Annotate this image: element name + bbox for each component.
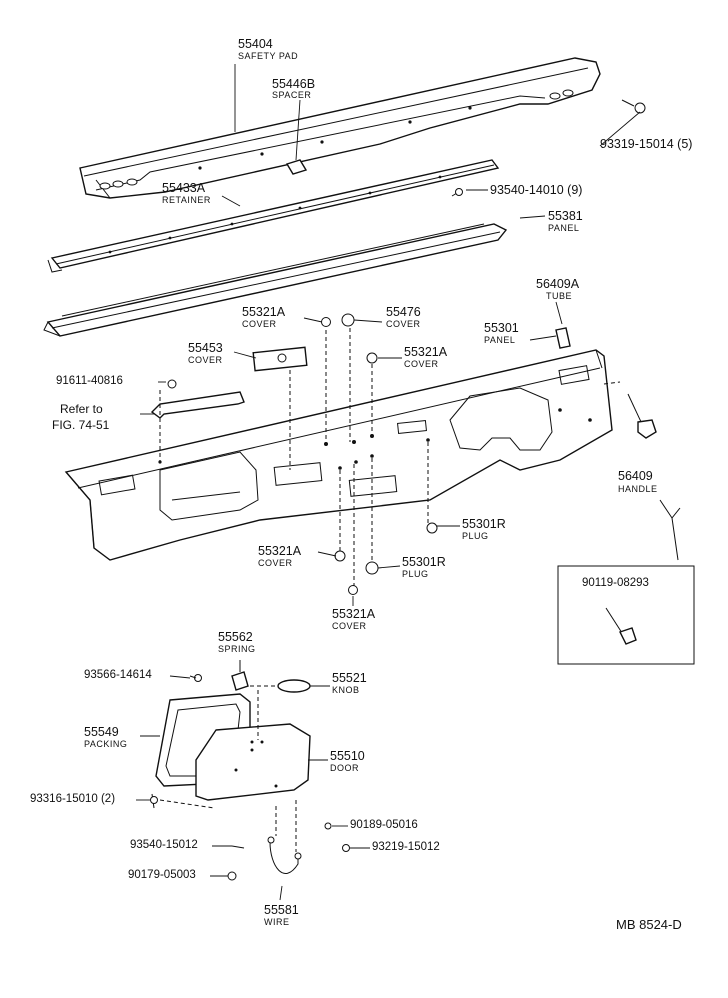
screw-93540b-part <box>231 845 245 849</box>
label-90179-number: 90179-05003 <box>128 869 196 881</box>
label-55549-name: PACKING <box>84 739 128 749</box>
label-55321a-3-name: COVER <box>258 558 293 568</box>
label-93540a-number: 93540-14010 (9) <box>490 183 583 197</box>
label-55321a-4-number: 55321A <box>332 607 376 621</box>
label-55521-number: 55521 <box>332 671 367 685</box>
label-55381-name: PANEL <box>548 223 580 233</box>
label-55321a-3-number: 55321A <box>258 544 302 558</box>
label-55404-number: 55404 <box>238 37 273 51</box>
label-55301r-1-number: 55301R <box>462 517 506 531</box>
label-55321a-2-number: 55321A <box>404 345 448 359</box>
label-55510-name: DOOR <box>330 763 359 773</box>
wire-part <box>267 800 302 874</box>
label-55301-name: PANEL <box>484 335 516 345</box>
diagram-code: MB 8524-D <box>616 917 682 932</box>
label-93566-number: 93566-14614 <box>84 669 152 681</box>
upper-panel-part <box>43 223 508 337</box>
label-55301r-1-name: PLUG <box>462 531 489 541</box>
screw-90189-part <box>324 822 332 830</box>
label-55433a-name: RETAINER <box>162 195 211 205</box>
label-55581-number: 55581 <box>264 903 299 917</box>
label-55476-number: 55476 <box>386 305 421 319</box>
label-55510-number: 55510 <box>330 749 365 763</box>
label-55453-number: 55453 <box>188 341 223 355</box>
assembly-lines-panel <box>159 328 429 586</box>
label-93316-number: 93316-15010 (2) <box>30 793 116 805</box>
grab-handle-part <box>150 379 245 419</box>
screw-93319-part <box>621 99 646 114</box>
leader-lines <box>136 64 641 901</box>
label-55433a-number: 55433A <box>162 181 206 195</box>
label-93219-number: 93219-15012 <box>372 841 440 853</box>
safety-pad-part <box>79 57 601 199</box>
screw-93219-part <box>342 844 350 852</box>
label-91611-number: 91611-40816 <box>56 375 123 387</box>
main-panel-part <box>64 349 613 561</box>
label-93540b-number: 93540-15012 <box>130 839 198 851</box>
handle-part <box>603 381 657 439</box>
label-55562-number: 55562 <box>218 630 253 644</box>
label-55453-name: COVER <box>188 355 223 365</box>
label-55381-number: 55381 <box>548 209 583 223</box>
label-90189-number: 90189-05016 <box>350 819 418 831</box>
nut-90179-part <box>227 871 237 881</box>
label-55581-name: WIRE <box>264 917 290 927</box>
screw-93566-part <box>189 674 202 682</box>
label-55549-number: 55549 <box>84 725 119 739</box>
label-55321a-2-name: COVER <box>404 359 439 369</box>
reference-line-2: FIG. 74-51 <box>52 418 110 432</box>
label-55321a-1-number: 55321A <box>242 305 286 319</box>
screw-93316-part <box>150 793 158 809</box>
label-93319-number: 93319-15014 (5) <box>600 137 693 151</box>
label-56409a-number: 56409A <box>536 277 580 291</box>
label-90119-number: 90119-08293 <box>582 577 649 589</box>
label-55321a-4-name: COVER <box>332 621 367 631</box>
reference-line-1: Refer to <box>60 402 103 416</box>
label-56409-number: 56409 <box>618 469 653 483</box>
label-55321a-1-name: COVER <box>242 319 277 329</box>
label-55562-name: SPRING <box>218 644 256 654</box>
label-55301-number: 55301 <box>484 321 519 335</box>
label-55404-name: SAFETY PAD <box>238 51 299 61</box>
label-55476-name: COVER <box>386 319 421 329</box>
screw-93540-part <box>451 188 463 197</box>
spacer-part <box>285 99 308 175</box>
label-55446b-name: SPACER <box>272 90 312 100</box>
tube-part <box>555 327 571 349</box>
retainer-part <box>47 159 500 273</box>
label-56409-name: HANDLE <box>618 484 658 494</box>
bolt-detail-box <box>557 499 695 665</box>
door-part <box>159 690 311 809</box>
label-56409a-name: TUBE <box>546 291 573 301</box>
knob-part <box>250 679 311 693</box>
label-55301r-2-number: 55301R <box>402 555 446 569</box>
label-55521-name: KNOB <box>332 685 360 695</box>
spring-part <box>231 660 249 691</box>
label-55301r-2-name: PLUG <box>402 569 429 579</box>
label-55446b-number: 55446B <box>272 77 316 91</box>
